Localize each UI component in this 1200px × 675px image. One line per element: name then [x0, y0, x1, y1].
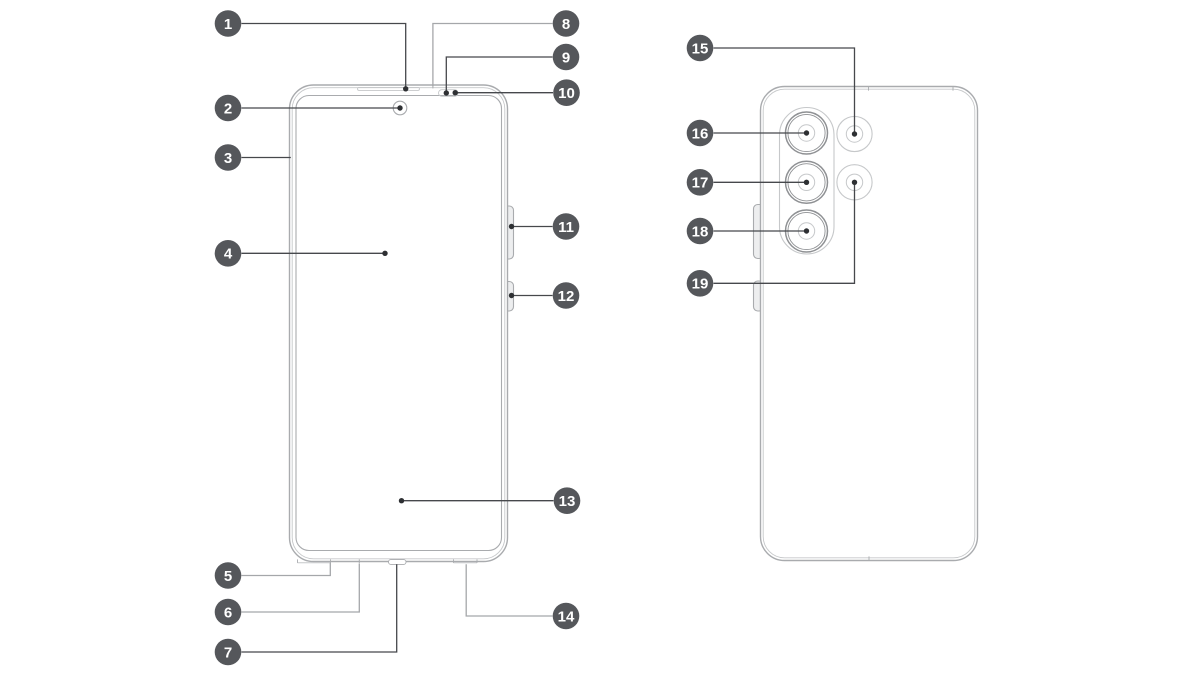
- callout-10-endpoint-dot: [452, 90, 458, 96]
- callout-8-leader-line: [432, 22, 553, 87]
- callout-13-endpoint-dot: [398, 498, 405, 504]
- callout-badge-9: [552, 43, 580, 71]
- callout-1-earpiece: 1: [214, 10, 409, 92]
- callout-15-endpoint-dot: [851, 131, 858, 137]
- callout-17-endpoint-dot: [803, 179, 810, 185]
- callout-badge-11: [552, 213, 580, 240]
- callout-15-leader-line: [713, 47, 856, 134]
- callout-7-usb-port: 7: [214, 564, 398, 666]
- callout-6-leader-line: [241, 563, 360, 613]
- callout-7-leader-line: [241, 564, 398, 653]
- callout-number-14: 14: [558, 608, 575, 625]
- callout-4-touchscreen: 4: [214, 240, 388, 267]
- callout-number-2: 2: [224, 100, 232, 117]
- callout-badge-5: [214, 562, 242, 589]
- callout-14-leader-line: [465, 564, 553, 617]
- callout-3-left-edge: 3: [214, 144, 291, 171]
- callout-number-10: 10: [558, 85, 575, 102]
- callout-number-19: 19: [692, 276, 709, 293]
- callout-19-leader-line: [713, 182, 856, 284]
- callout-number-11: 11: [558, 219, 574, 236]
- callout-9-leader-line: [445, 56, 553, 93]
- usb-connector: [388, 559, 407, 565]
- callout-badge-10: [553, 79, 580, 106]
- bottom-edge-details: [297, 559, 478, 565]
- callout-badge-15: [686, 34, 714, 62]
- callout-8-microphone-top: 8: [432, 10, 580, 87]
- callout-number-1: 1: [224, 16, 232, 33]
- touchscreen: [295, 94, 503, 552]
- callout-badge-7: [214, 638, 242, 666]
- callout-18-endpoint-dot: [803, 228, 810, 234]
- callout-1-leader-line: [241, 22, 407, 89]
- callout-9-proximity-sensor: 9: [443, 43, 580, 96]
- callout-5-leader-line: [241, 562, 331, 577]
- callout-badge-1: [214, 10, 242, 37]
- callout-badge-6: [214, 598, 242, 626]
- callout-number-12: 12: [558, 288, 575, 305]
- back-view: [752, 85, 979, 562]
- callout-11-volume-key: 11: [508, 213, 580, 240]
- callout-badge-4: [214, 240, 242, 267]
- callout-badge-18: [686, 217, 714, 245]
- callout-badge-19: [686, 270, 714, 297]
- callout-number-5: 5: [224, 568, 232, 585]
- callout-number-13: 13: [559, 493, 576, 510]
- earpiece-speaker-slot: [357, 86, 420, 91]
- callout-number-18: 18: [692, 223, 709, 240]
- callout-number-7: 7: [224, 644, 232, 661]
- callout-2-endpoint-dot: [397, 105, 403, 111]
- callout-5-sim-tray: 5: [214, 562, 331, 589]
- callout-number-9: 9: [562, 49, 570, 66]
- callout-badge-8: [552, 10, 580, 37]
- callout-11-endpoint-dot: [508, 223, 515, 230]
- callout-number-6: 6: [224, 604, 232, 621]
- callout-badge-12: [552, 282, 580, 309]
- callout-1-endpoint-dot: [403, 86, 409, 92]
- callout-9-endpoint-dot: [443, 90, 449, 96]
- callout-badge-17: [686, 169, 714, 196]
- callout-10-light-sensor: 10: [452, 79, 580, 106]
- callout-4-endpoint-dot: [382, 250, 388, 256]
- callout-badge-3: [214, 144, 242, 171]
- callout-badge-13: [553, 487, 581, 514]
- callout-19-rear-sensor: 19: [686, 179, 858, 297]
- callout-number-17: 17: [692, 175, 709, 192]
- callout-16-rear-camera-1: 16: [686, 119, 810, 147]
- callout-number-15: 15: [692, 40, 709, 57]
- callout-12-endpoint-dot: [508, 292, 515, 299]
- callout-16-endpoint-dot: [803, 130, 810, 136]
- callout-15-flash: 15: [686, 34, 858, 137]
- callout-badge-16: [686, 119, 714, 147]
- callout-number-3: 3: [224, 150, 232, 167]
- callout-18-rear-camera-3: 18: [686, 217, 810, 245]
- front-view: [288, 84, 515, 565]
- callout-number-4: 4: [224, 246, 233, 263]
- callout-19-endpoint-dot: [851, 179, 858, 185]
- callout-14-speaker-bottom: 14: [465, 564, 580, 630]
- callout-badge-14: [552, 602, 580, 630]
- callout-13-fingerprint-area: 13: [398, 487, 581, 514]
- callout-2-front-camera: 2: [214, 94, 403, 122]
- callout-badge-2: [214, 94, 242, 122]
- callout-number-16: 16: [692, 125, 709, 142]
- callout-12-side-key: 12: [508, 282, 580, 309]
- callout-number-8: 8: [562, 16, 570, 33]
- callout-17-rear-camera-2: 17: [686, 169, 810, 196]
- callout-6-microphone-bottom: 6: [214, 563, 360, 626]
